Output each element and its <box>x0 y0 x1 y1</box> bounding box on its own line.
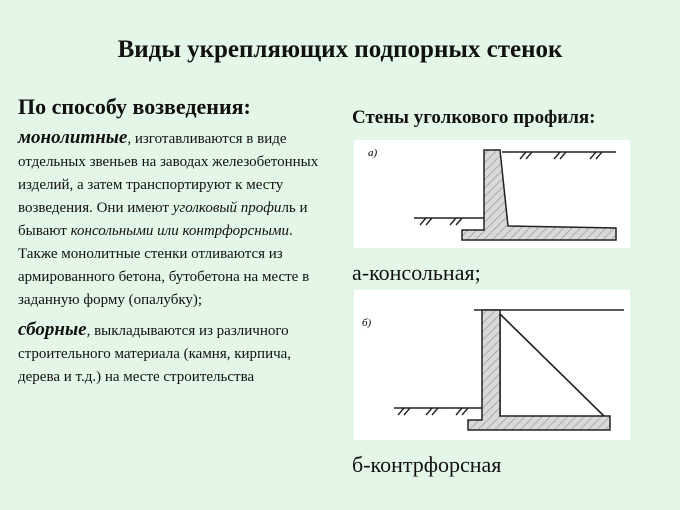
counterfort-wall-drawing: б) <box>362 309 624 431</box>
cantilever-wall-drawing: а) <box>368 147 617 241</box>
figure-a-label: а) <box>368 147 378 159</box>
caption-cantilever: а-консольная; <box>352 260 481 285</box>
figure-cantilever: а) <box>354 140 630 248</box>
monolithic-text-1: , изготавливаются в виде отдельных звень… <box>18 131 319 216</box>
figure-counterfort: б) <box>354 290 630 440</box>
left-column: По способу возведения: монолитные, изгот… <box>18 94 336 395</box>
monolithic-paragraph: монолитные, изготавливаются в виде отдел… <box>18 126 336 312</box>
lower-ground-hatch-b <box>397 407 469 416</box>
left-heading: По способу возведения: <box>18 94 251 119</box>
prefab-term: сборные <box>18 319 87 340</box>
monolithic-text-3: . Также монолитные стенки отливаются из … <box>18 223 310 308</box>
figure-b-label: б) <box>362 317 372 329</box>
right-heading: Стены уголкового профиля: <box>352 107 596 128</box>
monolithic-italic-2: консольными или контрфорсными <box>70 223 289 239</box>
upper-ground-hatch <box>519 151 603 160</box>
monolithic-text-2: ль и бывают <box>18 200 308 239</box>
caption-counterfort: б-контрфорсная <box>352 452 502 477</box>
page-title: Виды укрепляющих подпорных стенок <box>117 36 563 63</box>
monolithic-italic-1: уголковый профи <box>172 200 282 216</box>
cantilever-wall-hatch <box>462 150 616 240</box>
lower-ground-hatch <box>419 217 463 226</box>
prefab-text-1: , выкладываются из различного строительн… <box>18 323 292 385</box>
prefab-paragraph: сборные, выкладываются из различного стр… <box>18 318 336 389</box>
counterfort-wall-hatch <box>468 310 610 430</box>
monolithic-term: монолитные <box>18 127 128 148</box>
